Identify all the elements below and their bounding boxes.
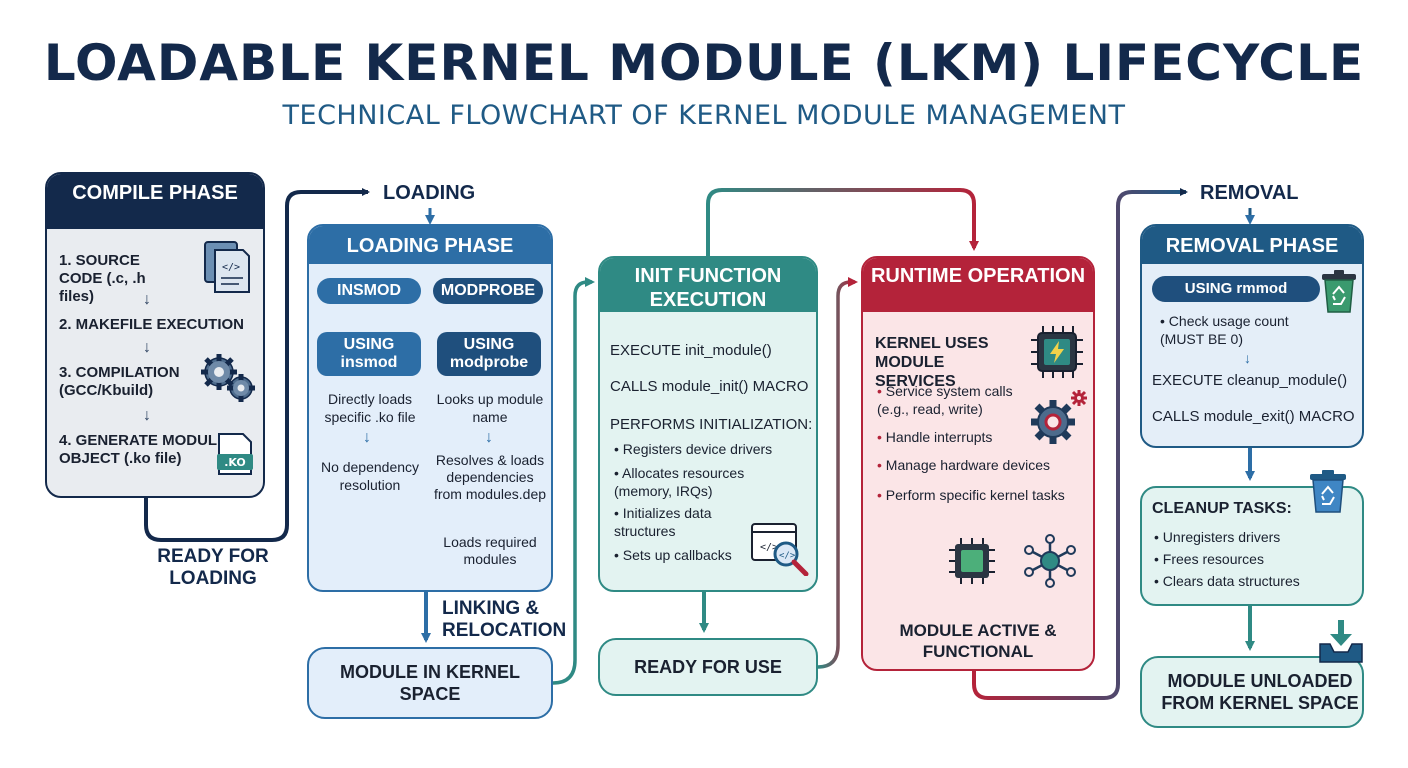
- compile-step-2: 2. MAKEFILE EXECUTION: [59, 316, 245, 333]
- ready-for-use-label: READY FOR USE: [634, 657, 782, 677]
- insmod-desc-1: Directly loads specific .ko file: [324, 391, 416, 425]
- module-unloaded-label: MODULE UNLOADED FROM KERNEL SPACE: [1161, 671, 1359, 713]
- cleanup-bullet-3: Clears data structures: [1154, 572, 1300, 590]
- tab-modprobe[interactable]: MODPROBE: [433, 278, 543, 304]
- runtime-bullet-4: Perform specific kernel tasks: [877, 486, 1067, 504]
- cleanup-bullet-1: Unregisters drivers: [1154, 528, 1280, 546]
- label-removal: REMOVAL: [1200, 182, 1299, 204]
- init-bullet-2: Allocates resources (memory, IRQs): [614, 464, 774, 500]
- arrow-ready-to-runtime: [817, 277, 858, 669]
- label-loading: LOADING: [383, 182, 476, 204]
- compile-step-4: 4. GENERATE MODULE OBJECT (.ko file): [59, 432, 228, 467]
- modprobe-down-arrow-1: ↓: [485, 429, 493, 446]
- tray-download-icon: [1319, 620, 1363, 663]
- compile-phase-box: COMPILE PHASE 1. SOURCE CODE (.c, .h fil…: [45, 172, 265, 498]
- init-line-1: EXECUTE init_module(): [610, 342, 772, 359]
- runtime-bullet-2: Handle interrupts: [877, 428, 993, 446]
- svg-text:</>: </>: [779, 551, 796, 561]
- gears-icon: [201, 354, 255, 402]
- network-hub-icon: [1024, 534, 1076, 588]
- removal-line-2: CALLS module_exit() MACRO: [1152, 408, 1355, 425]
- arrow-init-to-runtime: [706, 188, 979, 256]
- init-line-3: PERFORMS INITIALIZATION:: [610, 416, 813, 433]
- insmod-desc-2: No dependency resolution: [320, 459, 420, 493]
- using-insmod-label: USING insmod: [317, 332, 421, 376]
- removal-phase-title: REMOVAL PHASE: [1142, 226, 1362, 264]
- removal-check: Check usage count (MUST BE 0): [1160, 312, 1310, 348]
- loading-phase-box: LOADING PHASE INSMOD MODPROBE USING insm…: [307, 224, 553, 592]
- modprobe-desc-3: Loads required modules: [443, 534, 537, 567]
- compile-down-arrow-2: ↓: [143, 339, 151, 356]
- removal-line-1: EXECUTE cleanup_module(): [1152, 372, 1348, 389]
- removal-down-arrow: ↓: [1244, 350, 1251, 366]
- file-code-icon: </>: [204, 241, 250, 293]
- compile-down-arrow-3: ↓: [143, 407, 151, 424]
- arrow-runtime-to-removal: [972, 188, 1188, 700]
- init-bullet-3: Initializes data structures: [614, 504, 744, 540]
- removal-phase-box: REMOVAL PHASE USING rmmod Check usage co…: [1140, 224, 1364, 448]
- compile-step-3: 3. COMPILATION (GCC/Kbuild): [59, 364, 180, 399]
- recycle-bin-icon: [1322, 270, 1356, 313]
- loading-phase-title: LOADING PHASE: [309, 226, 551, 264]
- svg-text:</>: </>: [222, 262, 240, 273]
- svg-text:.KO: .KO: [224, 456, 246, 469]
- cleanup-bullet-2: Frees resources: [1154, 550, 1264, 568]
- module-in-kernel-box: MODULE IN KERNEL SPACE: [307, 647, 553, 719]
- runtime-bullet-1: Service system calls (e.g., read, write): [877, 382, 1037, 418]
- cpu-lightning-icon: [1031, 326, 1083, 378]
- module-unloaded-box: MODULE UNLOADED FROM KERNEL SPACE: [1140, 656, 1364, 728]
- compile-step-1: 1. SOURCE CODE (.c, .h files): [59, 252, 146, 305]
- code-magnifier-icon: </> </>: [751, 523, 809, 576]
- gear-icon: [1031, 390, 1087, 444]
- arrow-compile-to-loading: [144, 188, 370, 542]
- arrow-kernel-to-init: [552, 277, 595, 685]
- init-function-box: INIT FUNCTION EXECUTION EXECUTE init_mod…: [598, 256, 818, 592]
- runtime-bullet-3: Manage hardware devices: [877, 456, 1050, 474]
- label-ready-for-loading: READY FOR LOADING: [157, 546, 269, 589]
- runtime-operation-title: RUNTIME OPERATION: [863, 258, 1093, 312]
- init-function-title: INIT FUNCTION EXECUTION: [600, 258, 816, 312]
- modprobe-desc-1: Looks up module name: [436, 391, 544, 425]
- runtime-footer: MODULE ACTIVE & FUNCTIONAL: [899, 621, 1057, 661]
- recycle-bin-icon-2: [1310, 470, 1346, 513]
- page-title: LOADABLE KERNEL MODULE (LKM) LIFECYCLE: [43, 34, 1365, 92]
- init-bullet-4: Sets up callbacks: [614, 546, 764, 564]
- runtime-operation-box: RUNTIME OPERATION KERNEL USES MODULE SER…: [861, 256, 1095, 671]
- ready-for-use-box: READY FOR USE: [598, 638, 818, 696]
- cleanup-title: CLEANUP TASKS:: [1152, 500, 1292, 517]
- insmod-down-arrow: ↓: [363, 429, 371, 446]
- label-linking: LINKING & RELOCATION: [442, 598, 567, 641]
- modprobe-desc-2: Resolves & loads dependencies from modul…: [433, 452, 547, 502]
- tab-insmod[interactable]: INSMOD: [317, 278, 421, 304]
- using-rmmod-label: USING rmmod: [1152, 276, 1320, 302]
- ko-file-icon: .KO: [217, 433, 253, 475]
- module-in-kernel-label: MODULE IN KERNEL SPACE: [340, 662, 520, 704]
- compile-down-arrow-1: ↓: [143, 291, 151, 308]
- init-line-2: CALLS module_init() MACRO: [610, 378, 809, 395]
- svg-text:</>: </>: [760, 542, 778, 553]
- chip-icon: [949, 538, 995, 584]
- using-modprobe-label: USING modprobe: [437, 332, 541, 376]
- page-subtitle: TECHNICAL FLOWCHART OF KERNEL MODULE MAN…: [282, 100, 1126, 131]
- init-bullet-1: Registers device drivers: [614, 440, 810, 458]
- compile-phase-title: COMPILE PHASE: [47, 174, 263, 229]
